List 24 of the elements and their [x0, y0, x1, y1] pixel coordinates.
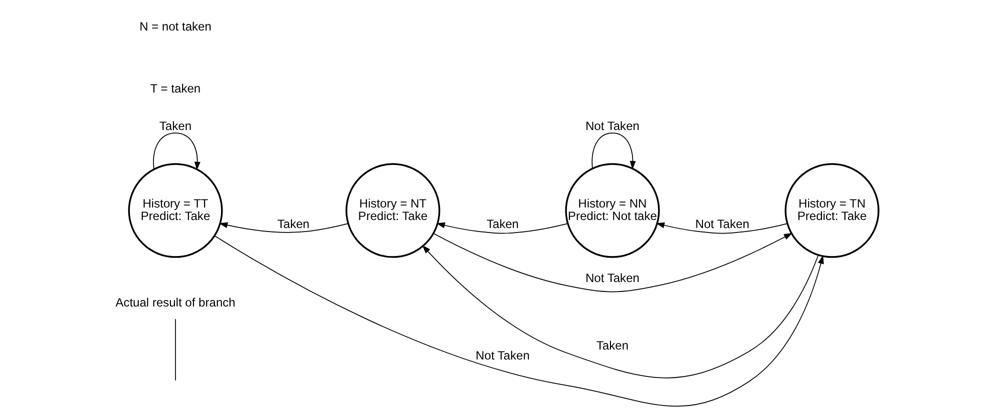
- edge-label: Not Taken: [585, 271, 640, 286]
- node-circle: History = NT Predict: Take: [346, 163, 440, 258]
- label: T = taken: [150, 81, 201, 96]
- arrow: [436, 222, 568, 234]
- edge-label: Not Taken: [476, 348, 530, 363]
- edge-label: Not Taken: [585, 118, 640, 133]
- edge-label: Not Taken: [695, 216, 750, 231]
- node-circle: History = TT Predict: Take: [128, 163, 223, 258]
- arrow: [153, 132, 200, 170]
- arrow: [422, 245, 819, 378]
- node-circle: History = TN Predict: Take: [784, 163, 880, 258]
- edge-label: Taken: [486, 216, 519, 231]
- arrow: [214, 235, 824, 407]
- node-circle: History = NN Predict: Not take: [565, 163, 660, 258]
- node-text: Actual result of branch: [116, 296, 236, 310]
- edge-label: Taken: [596, 338, 629, 352]
- connector: [175, 318, 176, 381]
- arrow: [592, 132, 636, 170]
- edge-label: Taken: [277, 216, 310, 231]
- edge-label: Taken: [159, 118, 192, 133]
- arrow: [219, 222, 349, 233]
- arrow: [433, 232, 792, 292]
- arrow: [656, 222, 788, 234]
- label: N = not taken: [139, 19, 212, 34]
